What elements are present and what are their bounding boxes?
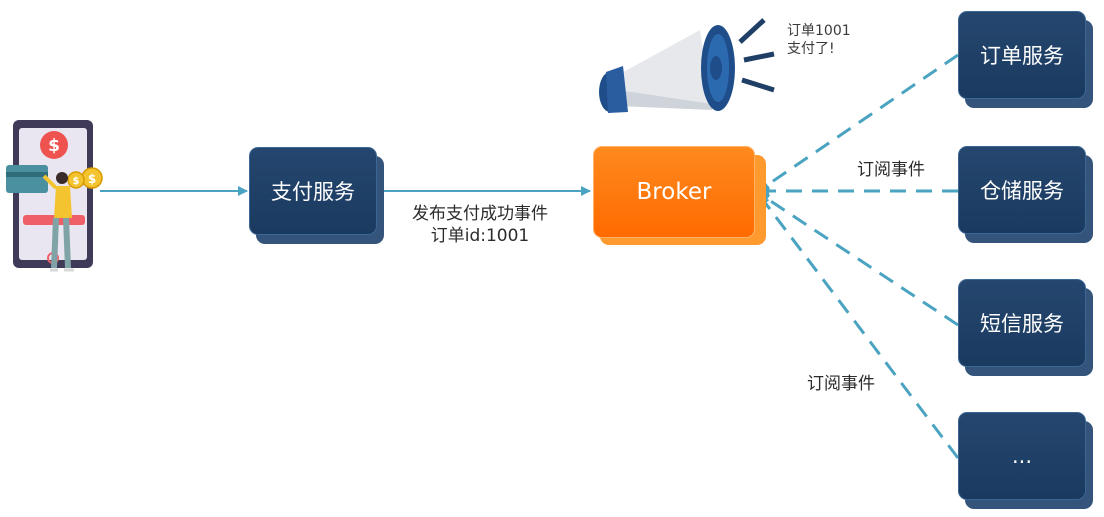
subscribe-line-more-services bbox=[758, 195, 960, 459]
svg-text:$: $ bbox=[88, 172, 96, 186]
warehouse-service-box[interactable]: 仓储服务 bbox=[958, 146, 1086, 234]
svg-text:$: $ bbox=[73, 176, 80, 187]
megaphone-icon bbox=[599, 18, 775, 113]
broker-box[interactable]: Broker bbox=[593, 146, 755, 238]
svg-text:$: $ bbox=[48, 136, 60, 156]
subscribe-label-top: 订阅事件 bbox=[857, 160, 925, 180]
publish-event-line1: 发布支付成功事件 bbox=[412, 204, 548, 224]
mobile-payment-illustration: $ $ $ bbox=[6, 120, 103, 272]
subscribe-label-bottom: 订阅事件 bbox=[807, 374, 875, 394]
order-service-box[interactable]: 订单服务 bbox=[958, 11, 1086, 99]
sms-service-label: 短信服务 bbox=[980, 312, 1064, 336]
credit-card-icon bbox=[6, 165, 48, 193]
sms-service-box[interactable]: 短信服务 bbox=[958, 279, 1086, 367]
subscribe-line-sms-service bbox=[759, 192, 959, 327]
announcement-line1: 订单1001 bbox=[787, 23, 851, 39]
more-services-box[interactable]: ... bbox=[958, 412, 1086, 500]
warehouse-service-label: 仓储服务 bbox=[980, 179, 1064, 203]
payment-service-label: 支付服务 bbox=[271, 180, 355, 204]
publish-event-line2: 订单id:1001 bbox=[430, 226, 530, 246]
payment-service-box[interactable]: 支付服务 bbox=[249, 147, 377, 235]
publish-event-label: 发布支付成功事件 订单id:1001 bbox=[398, 203, 562, 247]
more-services-label: ... bbox=[1011, 444, 1033, 468]
order-service-label: 订单服务 bbox=[980, 44, 1064, 68]
broker-label: Broker bbox=[636, 179, 712, 205]
announcement-text: 订单1001 支付了! bbox=[787, 22, 851, 58]
announcement-line2: 支付了! bbox=[787, 41, 835, 57]
subscribe-line-order-service bbox=[759, 53, 959, 192]
dollar-coin-icon bbox=[40, 131, 68, 159]
